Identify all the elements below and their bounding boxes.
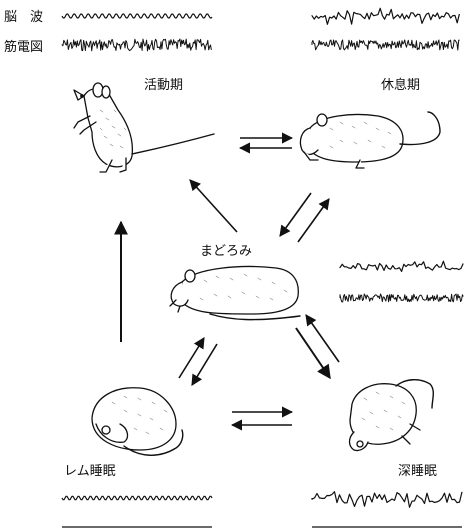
rat-drowsy-illustration [170, 267, 300, 320]
rat-rest-illustration [300, 112, 440, 168]
rat-rem-illustration [92, 388, 183, 456]
arrow-deep-to-drowsy [306, 315, 339, 362]
rat-active-illustration [74, 83, 214, 172]
arrow-drowsy-to-active [190, 180, 237, 232]
emg-trace-active [62, 39, 211, 51]
eeg-trace-rem [62, 496, 212, 499]
eeg-trace-deep [312, 492, 462, 508]
emg-trace-drowsy [340, 294, 463, 302]
emg-trace-rest [312, 40, 460, 50]
eeg-trace-rest [312, 8, 459, 24]
arrow-drowsy-to-deep [296, 328, 330, 378]
eeg-trace-active [62, 14, 212, 18]
rat-deep-illustration [350, 380, 434, 451]
eeg-trace-drowsy [340, 261, 463, 271]
